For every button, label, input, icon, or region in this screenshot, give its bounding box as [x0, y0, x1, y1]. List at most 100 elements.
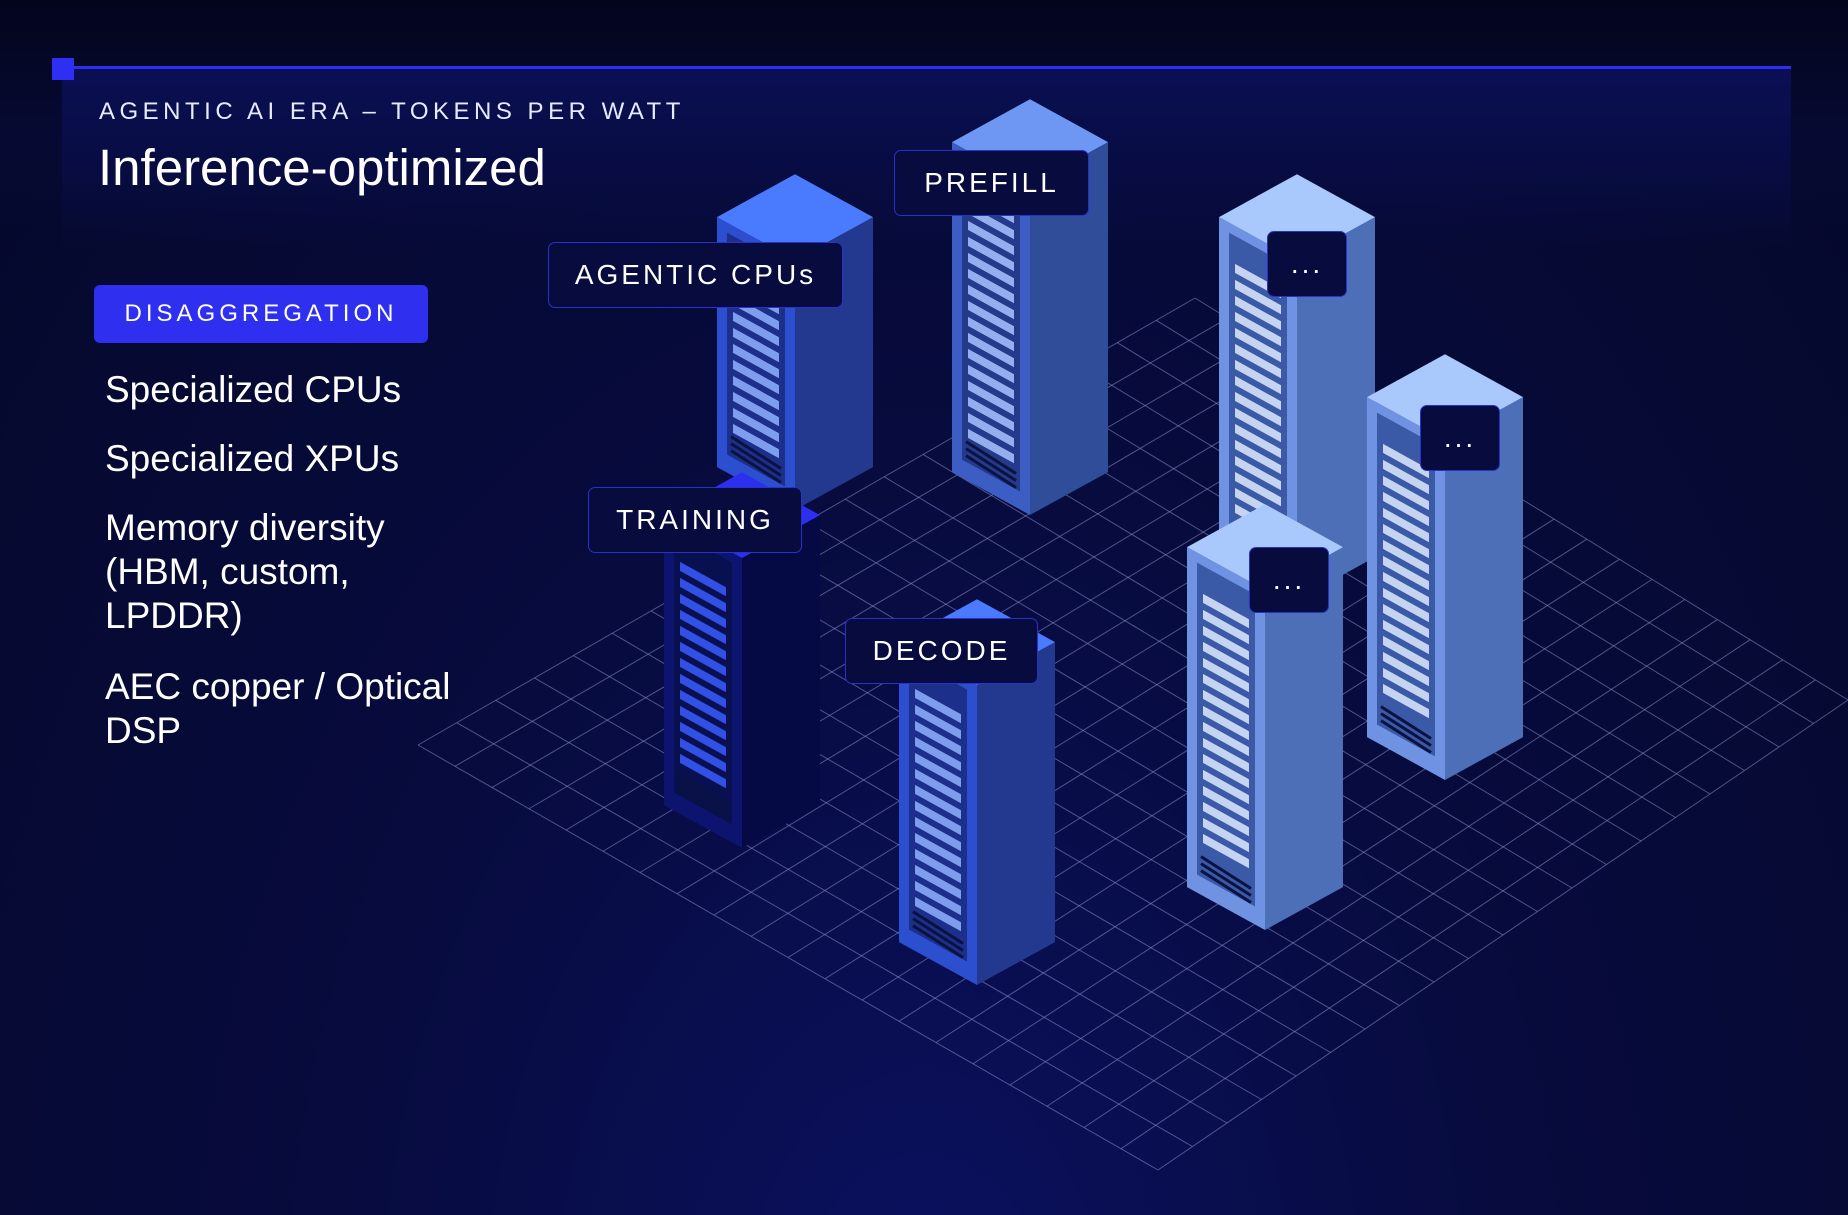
- rack-drive-slot: [968, 252, 1014, 288]
- rack-drive-slot: [1235, 423, 1281, 459]
- rack-drive-slot: [1203, 833, 1249, 869]
- grid-line: [1083, 659, 1783, 1128]
- rack-drive-slot: [1235, 327, 1281, 363]
- rack-drive-slot: [968, 220, 1014, 256]
- rack-drive-slot: [1383, 523, 1429, 559]
- rack-drive-slot: [968, 284, 1014, 320]
- rack-right-face: [742, 515, 820, 848]
- feature-item: Memory diversity (HBM, custom, LPDDR): [105, 507, 385, 636]
- rack-drive-slot: [1235, 471, 1281, 507]
- rack-drive-slot: [1383, 571, 1429, 607]
- grid-line: [1009, 619, 1718, 1086]
- rack-drive-slot: [968, 332, 1014, 368]
- rack-drive-slot: [680, 737, 726, 773]
- rack-drive-slot: [1383, 651, 1429, 687]
- rack-drive-slot: [1203, 817, 1249, 853]
- rack-drive-slot: [915, 832, 961, 868]
- rack-drive-slot: [680, 641, 726, 677]
- rack-vent: [1380, 712, 1432, 747]
- rack-vent: [1200, 862, 1252, 897]
- rack-drive-slot: [1235, 407, 1281, 443]
- rack-drive-slot: [733, 423, 779, 459]
- rack-drive-slot: [1235, 391, 1281, 427]
- rack-drive-slot: [1203, 753, 1249, 789]
- rack-drive-slot: [1383, 603, 1429, 639]
- rack-vent: [965, 447, 1017, 482]
- rack-drive-slot: [1203, 625, 1249, 661]
- rack-drive-slot: [733, 391, 779, 427]
- rack-drive-slot: [1203, 609, 1249, 645]
- rack-drive-slot: [1235, 375, 1281, 411]
- rack-drive-slot: [1235, 455, 1281, 491]
- rack-drive-slot: [915, 704, 961, 740]
- rack-drive-slot: [1203, 593, 1249, 629]
- grid-line: [1046, 639, 1751, 1107]
- rack-drive-slot: [968, 364, 1014, 400]
- server-rack-more-1: [1219, 174, 1375, 600]
- rack-drive-slot: [1383, 667, 1429, 703]
- rack-drive-slot: [1203, 705, 1249, 741]
- label-decode: DECODE: [845, 618, 1038, 684]
- server-rack-agentic-cpus: [717, 174, 873, 510]
- server-racks: [664, 99, 1523, 985]
- rack-vent: [730, 442, 782, 477]
- rack-drive-slot: [680, 705, 726, 741]
- rack-right-face: [1265, 547, 1343, 930]
- rack-drive-slot: [680, 609, 726, 645]
- rack-drive-slot: [1383, 539, 1429, 575]
- rack-vent: [912, 917, 964, 952]
- rack-drive-slot: [680, 721, 726, 757]
- rack-drive-slot: [1203, 721, 1249, 757]
- rack-drive-slot: [968, 268, 1014, 304]
- rack-drive-slot: [915, 848, 961, 884]
- rack-drive-slot: [915, 816, 961, 852]
- rack-drive-slot: [915, 688, 961, 724]
- rack-drive-slot: [1235, 295, 1281, 331]
- rack-drive-slot: [1203, 657, 1249, 693]
- label-prefill: PREFILL: [894, 150, 1089, 216]
- rack-vent: [677, 773, 729, 808]
- server-rack-decode: [899, 599, 1055, 985]
- rack-drive-slot: [680, 673, 726, 709]
- rack-vent: [677, 780, 729, 815]
- rack-drive-slot: [1383, 507, 1429, 543]
- rack-vent: [912, 924, 964, 959]
- rack-drive-slot: [733, 375, 779, 411]
- rack-right-face: [1297, 217, 1375, 600]
- label-more-3: ...: [1249, 547, 1329, 613]
- label-agentic-cpus: AGENTIC CPUs: [548, 242, 843, 308]
- rack-drive-slot: [968, 380, 1014, 416]
- rack-drive-slot: [680, 657, 726, 693]
- rack-drive-slot: [1383, 619, 1429, 655]
- label-more-1: ...: [1267, 231, 1347, 297]
- rack-drive-slot: [733, 311, 779, 347]
- server-rack-training: [664, 472, 820, 848]
- rack-vent: [1380, 705, 1432, 740]
- rack-right-face: [1445, 397, 1523, 780]
- rack-drive-slot: [915, 736, 961, 772]
- rack-drive-slot: [733, 407, 779, 443]
- label-training: TRAINING: [588, 487, 802, 553]
- eyebrow-text: AGENTIC AI ERA – TOKENS PER WATT: [99, 98, 685, 125]
- rack-vent: [1200, 869, 1252, 904]
- rack-drive-slot: [1203, 785, 1249, 821]
- rack-drive-slot: [680, 561, 726, 597]
- rack-drive-slot: [915, 880, 961, 916]
- rack-drive-slot: [1203, 737, 1249, 773]
- rack-drive-slot: [1383, 443, 1429, 479]
- rack-drive-slot: [1203, 673, 1249, 709]
- rack-drive-slot: [680, 593, 726, 629]
- rack-drive-slot: [968, 316, 1014, 352]
- grid-line: [1157, 699, 1848, 1171]
- rack-drive-slot: [1383, 555, 1429, 591]
- isometric-floor-grid: [417, 297, 1848, 1171]
- rack-drive-slot: [968, 348, 1014, 384]
- feature-list: Specialized CPUs Specialized XPUs Memory…: [105, 368, 465, 778]
- rack-vent: [1380, 719, 1432, 754]
- rack-drive-slot: [733, 343, 779, 379]
- rack-vent: [730, 435, 782, 470]
- rack-drive-slot: [1235, 359, 1281, 395]
- feature-item: Specialized XPUs: [105, 438, 400, 479]
- rack-drive-slot: [680, 753, 726, 789]
